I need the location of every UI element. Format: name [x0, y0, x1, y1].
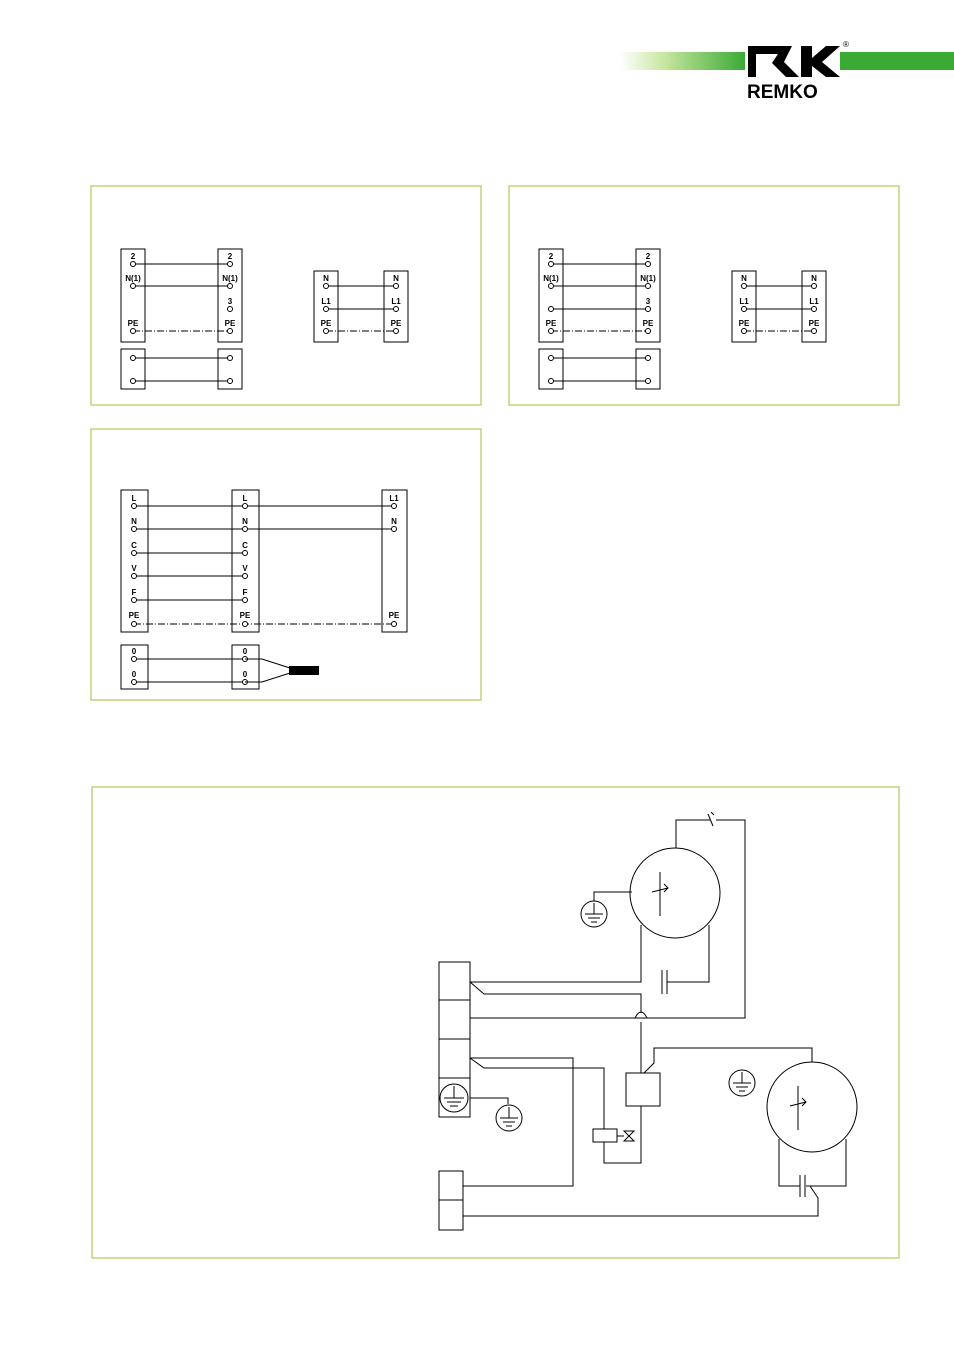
- terminal-label: 2: [646, 252, 651, 261]
- terminal-label: N: [811, 274, 817, 283]
- terminal-label: L1: [389, 494, 399, 503]
- terminal-label: N(1): [543, 274, 559, 283]
- terminal-label: L: [243, 494, 248, 503]
- terminal-label: N: [323, 274, 329, 283]
- registered-mark: ®: [843, 40, 849, 49]
- terminal-label: 0: [243, 647, 248, 656]
- schematic-frame: [91, 786, 900, 1259]
- terminal-label: 2: [228, 252, 233, 261]
- terminal-strip: [381, 489, 408, 633]
- terminal-label: L: [132, 494, 137, 503]
- terminal-label: 2: [131, 252, 136, 261]
- motor-icon: [766, 1061, 858, 1153]
- terminal-label: PE: [391, 319, 402, 328]
- terminal-label: PE: [240, 611, 251, 620]
- terminal-label: V: [131, 564, 137, 573]
- terminal-label: F: [132, 588, 137, 597]
- terminal-label: 0: [243, 670, 248, 679]
- panel-b: 2 N(1) PE 2 N(1) 3 PE N L1 PE N L1 PE: [508, 185, 900, 406]
- terminal-label: N: [131, 517, 137, 526]
- ground-symbol-icon: [495, 1104, 523, 1132]
- terminal-label: PE: [129, 611, 140, 620]
- terminal-label: N: [741, 274, 747, 283]
- logo-mark-k-icon: [801, 46, 840, 77]
- terminal-label: N: [393, 274, 399, 283]
- terminal-label: L1: [739, 297, 749, 306]
- valve-icon: [617, 1130, 636, 1142]
- remko-logo: REMKO ®: [620, 40, 954, 103]
- terminal-label: PE: [546, 319, 557, 328]
- terminal-label: V: [242, 564, 248, 573]
- terminal-label: N(1): [125, 274, 141, 283]
- terminal-label: L1: [391, 297, 401, 306]
- capacitor-icon: [799, 1175, 806, 1197]
- terminal-label: PE: [643, 319, 654, 328]
- terminal-label: C: [131, 541, 137, 550]
- terminal-label: PE: [739, 319, 750, 328]
- terminal-label: PE: [809, 319, 820, 328]
- terminal-label: L1: [809, 297, 819, 306]
- terminal-label: 3: [646, 297, 651, 306]
- panel-a: 2 N(1) PE 2 N(1) 3 PE N L1 PE N L1 PE: [90, 185, 482, 406]
- terminal-label: L1: [321, 297, 331, 306]
- terminal-strip: [231, 489, 260, 633]
- ground-symbol-icon: [728, 1069, 756, 1097]
- panel-b-frame: [508, 185, 900, 406]
- terminal-label: N: [242, 517, 248, 526]
- terminal-label: F: [243, 588, 248, 597]
- relay-coil-icon: [625, 1072, 661, 1107]
- terminal-label: 0: [132, 670, 137, 679]
- terminal-label: 3: [228, 297, 233, 306]
- motor-icon: [629, 847, 721, 939]
- terminal-label: N: [391, 517, 397, 526]
- logo-wordmark: REMKO: [747, 82, 818, 103]
- schematic-panel: [91, 786, 900, 1259]
- terminal-label: PE: [389, 611, 400, 620]
- terminal-label: PE: [128, 319, 139, 328]
- terminal-label: 0: [132, 647, 137, 656]
- panel-a-frame: [90, 185, 482, 406]
- green-stripe-right: [838, 52, 954, 70]
- ground-symbol-icon: [580, 900, 608, 928]
- capacitor-icon: [661, 970, 668, 994]
- switch-icon: [707, 811, 715, 827]
- bus-cable-icon: [289, 666, 319, 675]
- terminal-label: N(1): [640, 274, 656, 283]
- panel-c-frame: [90, 428, 482, 701]
- terminal-label: C: [242, 541, 248, 550]
- terminal-label: PE: [225, 319, 236, 328]
- ground-symbol-icon: [439, 1083, 469, 1113]
- relay-coil-icon: [592, 1128, 618, 1143]
- bus-terminal: [635, 348, 661, 390]
- terminal-label: 2: [549, 252, 554, 261]
- terminal-strip: [120, 489, 149, 633]
- terminal-label: N(1): [222, 274, 238, 283]
- terminal-label: PE: [321, 319, 332, 328]
- panel-c: L N C V F PE L N C V F PE L1 N PE 0 0: [90, 428, 482, 701]
- green-stripe-left: [620, 52, 745, 70]
- logo-mark-r-icon: [748, 46, 799, 77]
